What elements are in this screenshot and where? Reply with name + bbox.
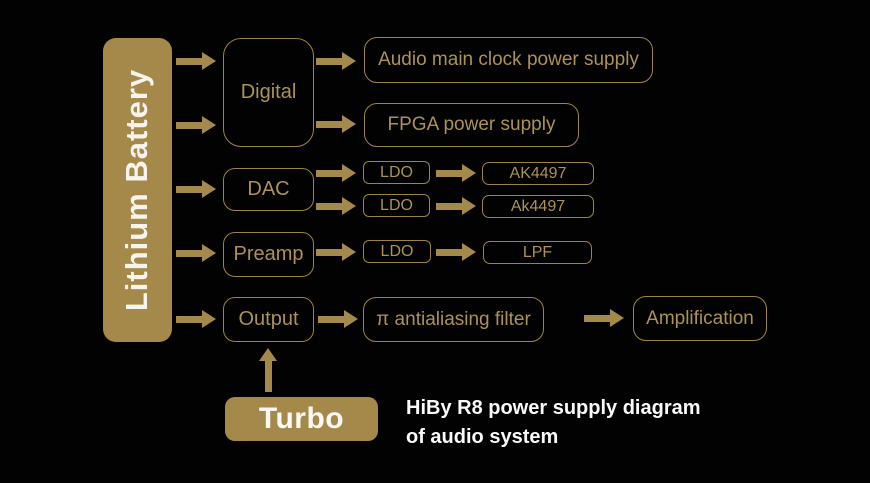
ak4497-b-label: Ak4497 [510,197,566,215]
pi-filter-amplification-arrow-icon [584,309,624,327]
digital-audio-clock-arrow-icon [316,52,356,70]
dac-label: DAC [247,178,290,200]
ak4497-a-label: AK4497 [509,164,567,182]
ldo2-ak4497-arrow-icon [436,197,476,215]
audio-clock-power-supply-node: Audio main clock power supply [364,37,653,83]
turbo-node: Turbo [225,397,378,441]
dac-node: DAC [223,168,314,211]
dac-ldo2-arrow-icon [316,197,356,215]
turbo-output-arrow-icon [259,348,277,392]
lithium-battery-label: Lithium Battery [119,68,155,312]
ak4497-a-node: AK4497 [482,162,594,185]
lpf-label: LPF [522,243,553,261]
ldo2-label: LDO [380,196,413,214]
pi-antialiasing-filter-label: π antialiasing filter [376,308,531,330]
ldo3-label: LDO [380,242,414,260]
caption: HiBy R8 power supply diagram of audio sy… [406,394,701,452]
battery-preamp-arrow-icon [176,244,216,262]
ldo1-label: LDO [380,163,413,181]
preamp-label: Preamp [233,243,304,265]
digital-fpga-arrow-icon [316,115,356,133]
amplification-label: Amplification [646,307,754,329]
pi-antialiasing-filter-node: π antialiasing filter [363,297,544,342]
audio-clock-power-supply-label: Audio main clock power supply [378,49,639,70]
output-node: Output [223,297,314,342]
fpga-power-supply-label: FPGA power supply [387,114,556,135]
ldo3-lpf-arrow-icon [436,243,476,261]
amplification-node: Amplification [633,296,767,341]
ak4497-b-node: Ak4497 [482,195,594,218]
ldo1-ak4497-arrow-icon [436,164,476,182]
preamp-node: Preamp [223,232,314,277]
output-label: Output [238,308,299,330]
preamp-ldo3-arrow-icon [316,243,356,261]
battery-dac-arrow-icon [176,180,216,198]
battery-output-arrow-icon [176,310,216,328]
caption-line-1: HiBy R8 power supply diagram [406,397,701,419]
output-pi-filter-arrow-icon [318,310,358,328]
turbo-label: Turbo [258,402,345,435]
lithium-battery-node: Lithium Battery [103,38,172,342]
ldo2-node: LDO [363,194,430,217]
caption-line-2: of audio system [406,426,559,448]
ldo1-node: LDO [363,161,430,184]
fpga-power-supply-node: FPGA power supply [364,103,579,147]
lpf-node: LPF [483,241,592,264]
digital-label: Digital [240,81,297,103]
battery-digital-upper-arrow-icon [176,52,216,70]
battery-digital-lower-arrow-icon [176,116,216,134]
digital-node: Digital [223,38,314,147]
dac-ldo1-arrow-icon [316,164,356,182]
ldo3-node: LDO [363,240,431,263]
